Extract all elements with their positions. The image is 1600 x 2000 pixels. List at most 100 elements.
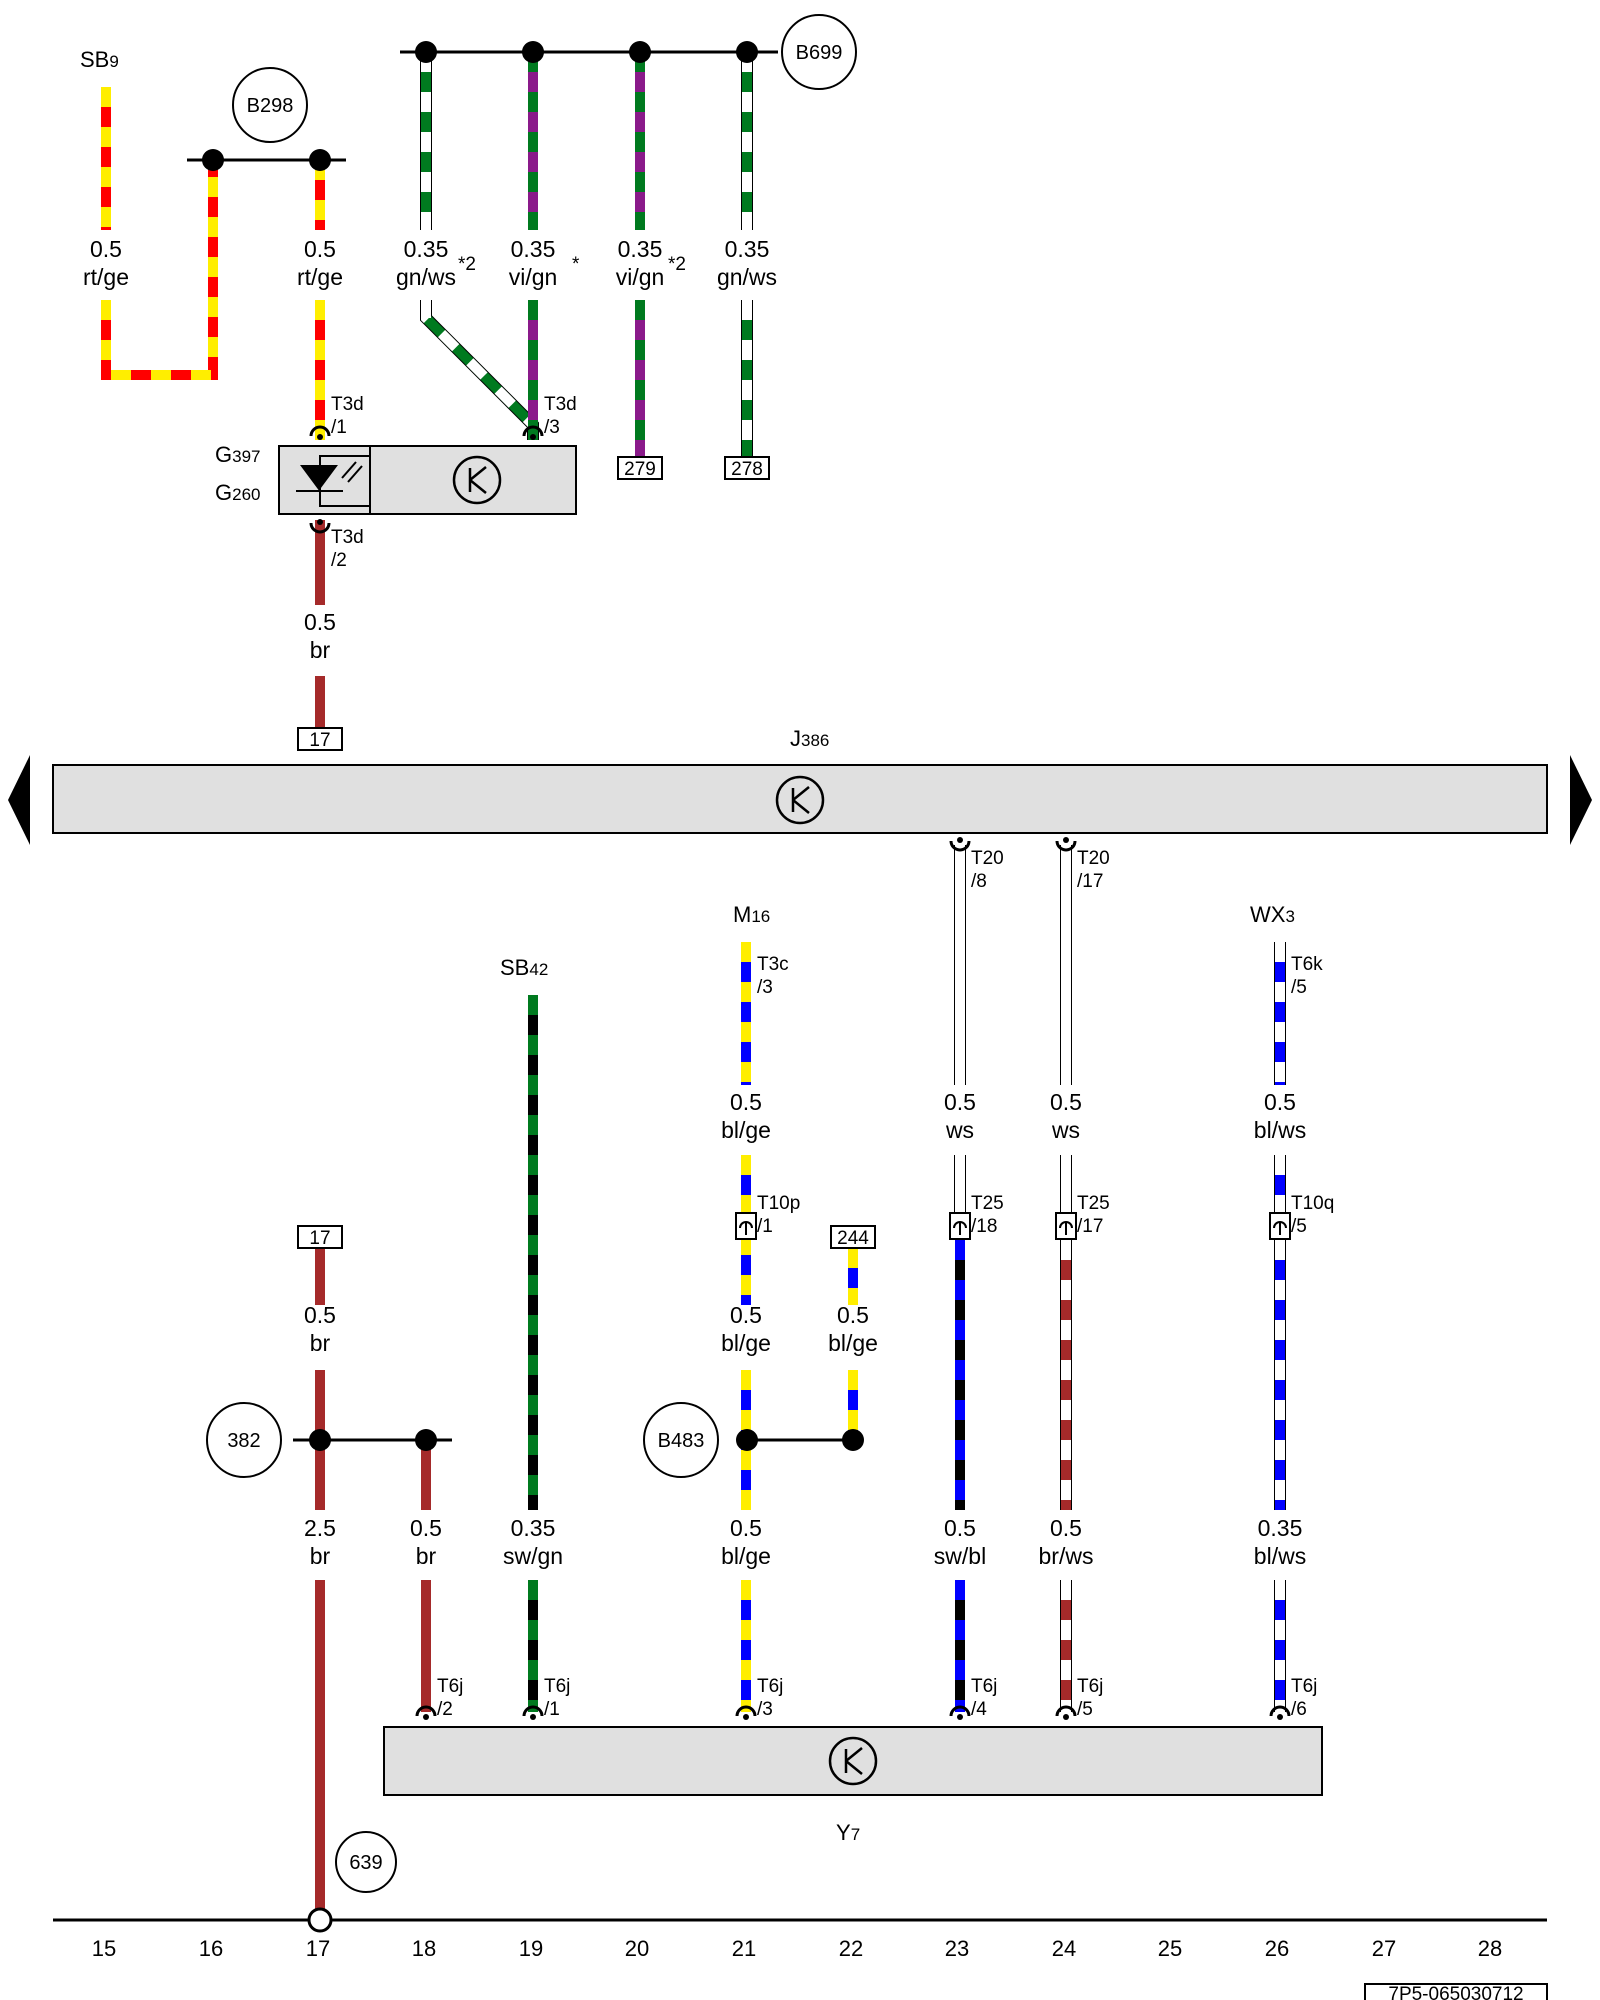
inline-connector-mark (953, 1221, 967, 1235)
connector-pin-arc (949, 840, 971, 852)
wire-color: sw/gn (503, 1543, 563, 1569)
wire-color: bl/ge (828, 1330, 878, 1356)
splice-639 (335, 1831, 397, 1893)
column-number: 22 (839, 1936, 863, 1961)
wire-color: vi/gn (616, 264, 665, 290)
connector-pin-arc (949, 1705, 971, 1717)
column-number: 20 (625, 1936, 649, 1961)
pin-conn: T6j (1077, 1676, 1103, 1697)
wire-color: bl/ws (1254, 1543, 1306, 1569)
inline-connector-mark (1059, 1221, 1073, 1235)
connector-pin-dot (423, 1714, 429, 1720)
doc-code-box (1364, 1983, 1548, 2000)
junction-dots (202, 41, 864, 1451)
connector-pin-arc (309, 522, 331, 534)
junction-dot (309, 149, 331, 171)
connector-pin-arc (309, 425, 331, 437)
pin-num: /18 (971, 1216, 997, 1237)
y7-label: Y7 (836, 1820, 860, 1845)
wire-color: br (310, 1543, 331, 1569)
column-number: 26 (1265, 1936, 1289, 1961)
sb42-label: SB42 (500, 955, 548, 980)
ref-17-bottom-box (297, 1225, 343, 1249)
ref-17-top-label: 17 (309, 730, 330, 751)
g260-label: G260 (215, 480, 261, 505)
connector-pin-dot (530, 434, 536, 440)
wire-size: 0.5 (837, 1302, 869, 1328)
pin-conn: T6j (1291, 1676, 1317, 1697)
ref-279-label: 279 (624, 459, 656, 480)
splice-circles (206, 14, 857, 1893)
wires-layer (101, 52, 1286, 1910)
connector-pin-dot (1277, 1714, 1283, 1720)
connector-pin-arc (415, 1705, 437, 1717)
junction-dot (309, 1429, 331, 1451)
column-number: 21 (732, 1936, 756, 1961)
ref-244-box (830, 1225, 876, 1249)
pin-conn: T20 (971, 848, 1004, 869)
column-numbers: 15 16 17 18 19 20 21 22 23 24 25 26 27 2… (92, 1936, 1502, 1961)
wire-color: sw/bl (934, 1543, 986, 1569)
pin-num: /6 (1291, 1699, 1307, 1720)
pin-num: /17 (1077, 871, 1103, 892)
connector-pin-dot (1063, 1714, 1069, 1720)
wire-size: 0.5 (944, 1089, 976, 1115)
wire-note: *2 (458, 254, 476, 275)
doc-code: 7P5-065030712 (1388, 1984, 1523, 2000)
electronic-module-icon (775, 775, 825, 825)
ref-17-bottom-label: 17 (309, 1228, 330, 1249)
splice-b483-label: B483 (658, 1430, 705, 1452)
column-number: 25 (1158, 1936, 1182, 1961)
wire-color: vi/gn (509, 264, 558, 290)
connector-pin-arc (1055, 1705, 1077, 1717)
pin-conn: T6j (971, 1676, 997, 1697)
column-number: 15 (92, 1936, 116, 1961)
reference-boxes (297, 456, 876, 1249)
pin-num: /3 (757, 977, 773, 998)
inline-connector-mark (739, 1221, 753, 1235)
pin-conn: T3d (544, 394, 577, 415)
ref-278-box (724, 456, 770, 480)
splice-382 (206, 1402, 282, 1478)
wire-size: 0.35 (725, 236, 770, 262)
splice-b298-label: B298 (247, 95, 294, 117)
connector-pin-arc (522, 425, 544, 437)
pin-conn: T6j (437, 1676, 463, 1697)
g397-label: G397 (215, 442, 261, 467)
connector-pins (309, 425, 1291, 1720)
sb9-label: SB9 (80, 47, 119, 72)
wire-size: 0.5 (944, 1515, 976, 1541)
splice-382-label: 382 (227, 1430, 260, 1452)
m16-label: M16 (733, 902, 770, 927)
wire-size: 0.5 (304, 236, 336, 262)
pin-conn: T20 (1077, 848, 1110, 869)
continue-right-arrow (1570, 755, 1592, 845)
ref-279-box (617, 456, 663, 480)
g397-sensor-box (278, 445, 577, 515)
wire-size: 0.5 (730, 1302, 762, 1328)
pin-labels: T3d /1 T3d /3 T3d /2 T20 /8 T20 /17 T3c … (331, 394, 1334, 1720)
continue-left-arrow (8, 755, 30, 845)
pin-conn: T6j (544, 1676, 570, 1697)
j386-label: J386 (790, 726, 829, 751)
photodiode-icon (296, 461, 363, 492)
splice-b699 (781, 14, 857, 90)
wire-color: rt/ge (297, 264, 343, 290)
ref-278-label: 278 (731, 459, 763, 480)
column-number: 28 (1478, 1936, 1502, 1961)
column-number: 16 (199, 1936, 223, 1961)
wire-size: 2.5 (304, 1515, 336, 1541)
column-number: 17 (306, 1936, 330, 1961)
pin-conn: T3d (331, 394, 364, 415)
wire-color: rt/ge (83, 264, 129, 290)
pin-num: /2 (437, 1699, 453, 1720)
wire-size: 0.5 (304, 609, 336, 635)
wire-size: 0.35 (511, 1515, 556, 1541)
junction-dot (842, 1429, 864, 1451)
splice-b483 (643, 1402, 719, 1478)
column-number: 23 (945, 1936, 969, 1961)
electronic-module-icon (452, 455, 502, 505)
wire-size: 0.35 (404, 236, 449, 262)
wire-size: 0.5 (1264, 1089, 1296, 1115)
